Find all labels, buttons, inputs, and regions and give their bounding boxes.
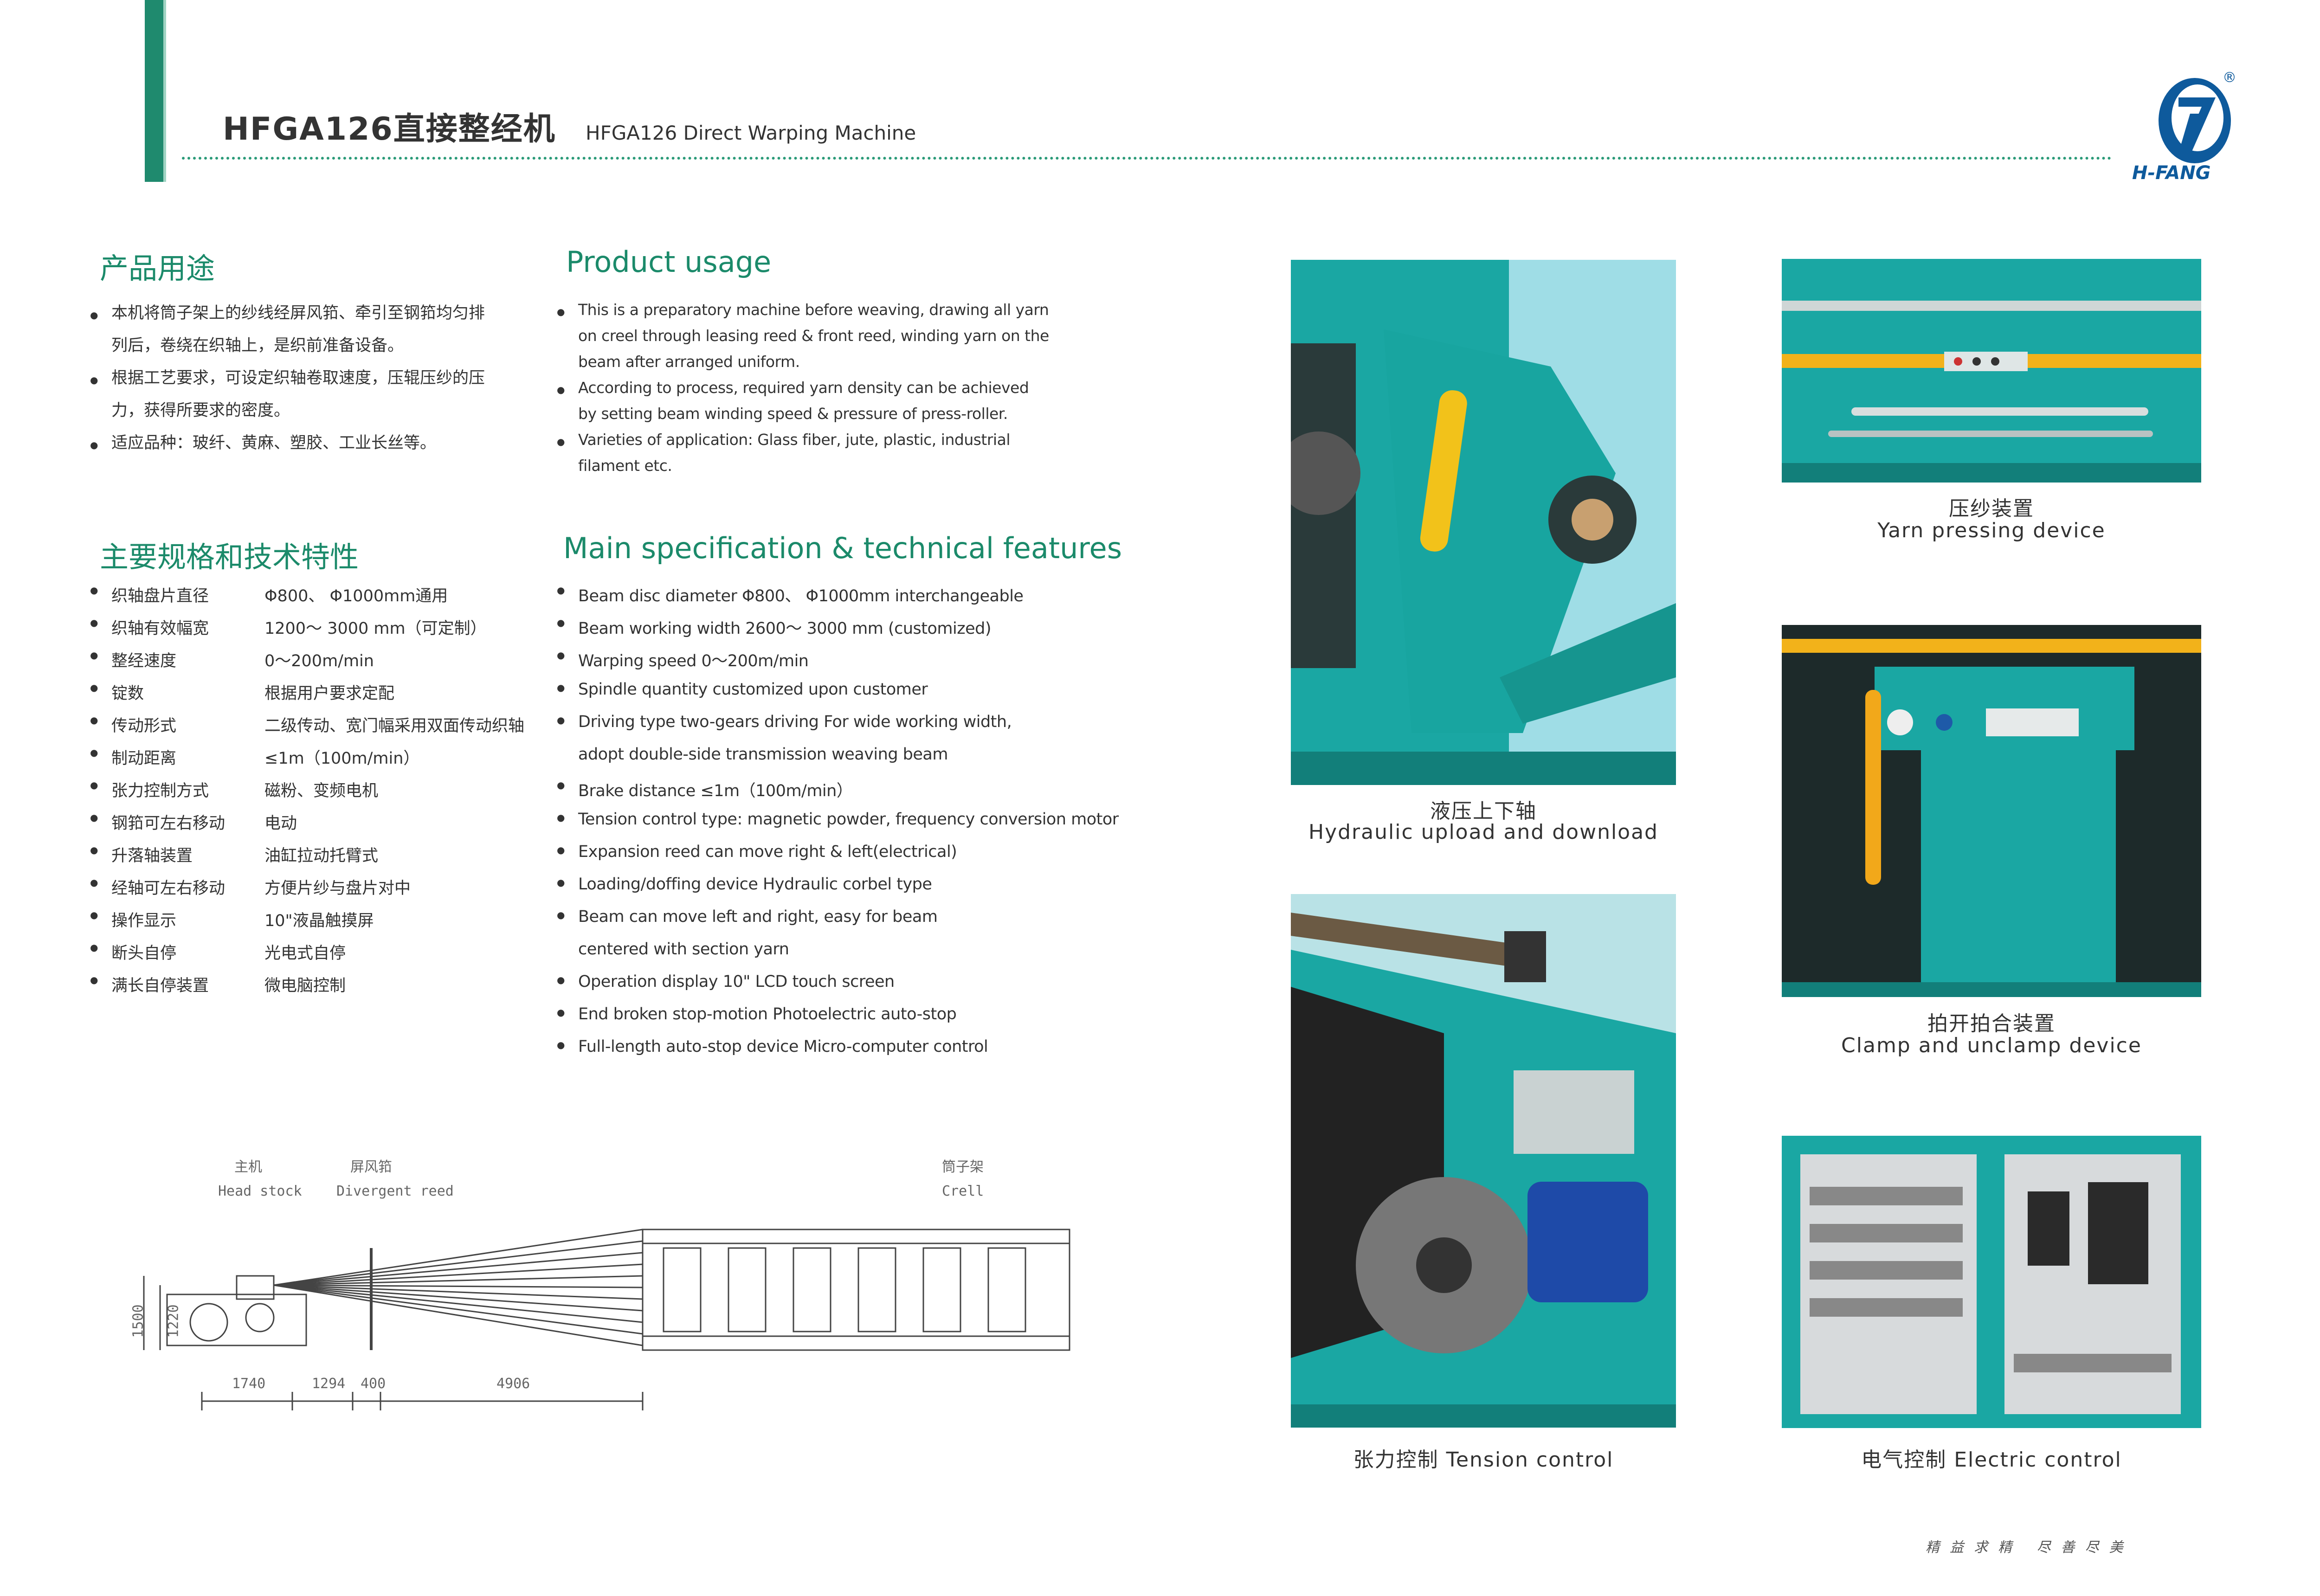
spec-value: 油缸拉动托臂式 <box>264 847 379 865</box>
caption-hydraulic-cn: 液压上下轴 <box>1430 799 1537 823</box>
spec-key: 织轴有效幅宽 <box>90 615 209 639</box>
spec-key: 整经速度 <box>90 648 176 671</box>
usage-heading-cn: 产品用途 <box>100 251 215 285</box>
dim-1740: 1740 <box>232 1376 266 1392</box>
usage-en-line-6: Varieties of application: Glass fiber, j… <box>557 427 1049 455</box>
spec-en-line: Tension control type: magnetic powder, f… <box>557 810 1119 829</box>
diagram-label-creel-cn: 筒子架 <box>942 1159 984 1175</box>
dim-1500: 1500 <box>130 1304 147 1338</box>
diagram-label-creel-en: Crell <box>942 1183 984 1199</box>
spec-en-line: Beam working width 2600～ 3000 mm (custom… <box>557 615 992 639</box>
spec-value: Φ800、 Φ1000mm通用 <box>264 587 448 605</box>
usage-bullets-en: This is a preparatory machine before wea… <box>557 297 1049 479</box>
usage-en-line-1: This is a preparatory machine before wea… <box>557 297 1049 325</box>
spec-value: 光电式自停 <box>264 944 346 963</box>
usage-en-line-5: by setting beam winding speed & pressure… <box>578 405 1008 423</box>
spec-en-line: Driving type two-gears driving For wide … <box>557 713 1012 731</box>
spec-value: 方便片纱与盘片对中 <box>264 879 411 898</box>
registered-mark: ® <box>2223 70 2236 86</box>
diagram-label-reed-en: Divergent reed <box>336 1183 454 1199</box>
spec-en-line: Warping speed 0～200m/min <box>557 648 809 671</box>
page-title-en: HFGA126 Direct Warping Machine <box>586 122 916 144</box>
page-title-cn: HFGA126直接整经机 <box>223 111 556 148</box>
usage-cn-line-2: 列后，卷绕在织轴上，是织前准备设备。 <box>111 336 404 355</box>
spec-key: 断头自停 <box>90 940 176 964</box>
usage-heading-en: Product usage <box>566 245 772 279</box>
caption-clamp-cn: 拍开拍合装置 <box>1927 1012 2056 1036</box>
spec-key: 钢筘可左右移动 <box>90 810 225 834</box>
photo-tension-control <box>1291 894 1676 1428</box>
diagram-headstock-beam <box>189 1303 228 1342</box>
specs-list-en: Beam disc diameter Φ800、 Φ1000mm interch… <box>557 583 1135 1093</box>
spec-key: 操作显示 <box>90 907 176 931</box>
usage-cn-line-4: 力，获得所要求的密度。 <box>111 401 290 420</box>
header-accent-bar <box>145 0 163 182</box>
diagram-label-reed-cn: 屏风筘 <box>350 1159 392 1175</box>
spec-value: 磁粉、变频电机 <box>264 782 379 800</box>
diagram-creel-frame <box>642 1229 1070 1351</box>
usage-cn-line-5: 适应品种：玻纤、黄麻、塑胶、工业长丝等。 <box>90 427 485 461</box>
caption-electric: 电气控制 Electric control <box>1861 1448 2122 1472</box>
spec-en-line: End broken stop-motion Photoelectric aut… <box>557 1005 957 1023</box>
spec-en-line: Beam disc diameter Φ800、 Φ1000mm interch… <box>557 583 1024 606</box>
usage-en-line-3: beam after arranged uniform. <box>578 353 800 371</box>
usage-cn-line-3: 根据工艺要求，可设定织轴卷取速度，压辊压纱的压 <box>90 362 485 396</box>
dim-4906: 4906 <box>496 1376 530 1392</box>
dim-1294: 1294 <box>312 1376 346 1392</box>
spec-key: 锭数 <box>90 680 144 704</box>
spec-key: 升落轴装置 <box>90 843 193 866</box>
spec-value: 微电脑控制 <box>264 977 346 995</box>
spec-en-line: Spindle quantity customized upon custome… <box>557 680 928 699</box>
spec-key: 张力控制方式 <box>90 778 209 801</box>
specs-heading-en: Main specification & technical features <box>563 531 1122 565</box>
diagram-label-headstock-cn: 主机 <box>234 1159 262 1175</box>
dim-1220: 1220 <box>165 1304 182 1338</box>
h-fang-logo-icon <box>2159 78 2231 163</box>
photo-electric-control <box>1782 1136 2201 1428</box>
logo-text: H-FANG <box>2132 162 2211 184</box>
caption-yarn-pressing-en: Yarn pressing device <box>1877 519 2106 542</box>
spec-en-line: Loading/doffing device Hydraulic corbel … <box>557 875 932 894</box>
usage-en-line-7: filament etc. <box>578 457 672 475</box>
photo-yarn-pressing <box>1782 259 2201 483</box>
spec-value: 10"液晶触摸屏 <box>264 912 374 930</box>
spec-en-line: Beam can move left and right, easy for b… <box>557 907 938 926</box>
caption-tension: 张力控制 Tension control <box>1353 1448 1614 1472</box>
spec-key: 制动距离 <box>90 745 176 769</box>
caption-clamp-en: Clamp and unclamp device <box>1841 1034 2142 1057</box>
specs-list-cn: 织轴盘片直径 Φ800、 Φ1000mm通用 织轴有效幅宽 1200～ 3000 m… <box>90 583 529 1047</box>
spec-en-line: adopt double-side transmission weaving b… <box>578 745 948 764</box>
caption-yarn-pressing-cn: 压纱装置 <box>1949 497 2034 521</box>
spec-value: 电动 <box>264 814 297 833</box>
spec-value: 0～200m/min <box>264 652 374 670</box>
motto-slogan: 精益求精 尽善尽美 <box>1926 1539 2133 1556</box>
spec-key: 满长自停装置 <box>90 972 209 996</box>
layout-diagram <box>143 1229 1070 1410</box>
usage-en-line-4: According to process, required yarn dens… <box>557 375 1049 403</box>
usage-bullets-cn: 本机将筒子架上的纱线经屏风筘、牵引至钢筘均匀排 列后，卷绕在织轴上，是织前准备设… <box>90 297 485 461</box>
spec-en-line: Expansion reed can move right & left(ele… <box>557 843 957 861</box>
spec-value: 1200～ 3000 mm（可定制） <box>264 619 487 638</box>
spec-value: 二级传动、宽门幅采用双面传动织轴 <box>264 717 525 735</box>
spec-en-line: Brake distance ≤1m（100m/min） <box>557 778 853 801</box>
dim-400: 400 <box>361 1376 386 1392</box>
diagram-label-headstock-en: Head stock <box>218 1183 302 1199</box>
spec-value: 根据用户要求定配 <box>264 684 395 703</box>
caption-hydraulic-en: Hydraulic upload and download <box>1308 820 1658 844</box>
diagram-headstock-frame <box>166 1294 307 1346</box>
usage-en-line-2: on creel through leasing reed & front re… <box>578 327 1049 345</box>
spec-key: 织轴盘片直径 <box>90 583 209 606</box>
header-accent-bar-light <box>163 0 166 182</box>
usage-cn-line-1: 本机将筒子架上的纱线经屏风筘、牵引至钢筘均匀排 <box>90 297 485 331</box>
spec-en-line: Full-length auto-stop device Micro-compu… <box>557 1037 988 1056</box>
spec-key: 经轴可左右移动 <box>90 875 225 899</box>
specs-heading-cn: 主要规格和技术特性 <box>100 540 359 574</box>
spec-en-line: Operation display 10" LCD touch screen <box>557 972 895 991</box>
spec-en-line: centered with section yarn <box>578 940 789 959</box>
header-dotted-divider <box>182 157 2112 160</box>
photo-clamp-unclamp <box>1782 625 2201 997</box>
spec-value: ≤1m（100m/min） <box>264 749 420 768</box>
spec-key: 传动形式 <box>90 713 176 736</box>
photo-hydraulic-upload <box>1291 260 1676 785</box>
